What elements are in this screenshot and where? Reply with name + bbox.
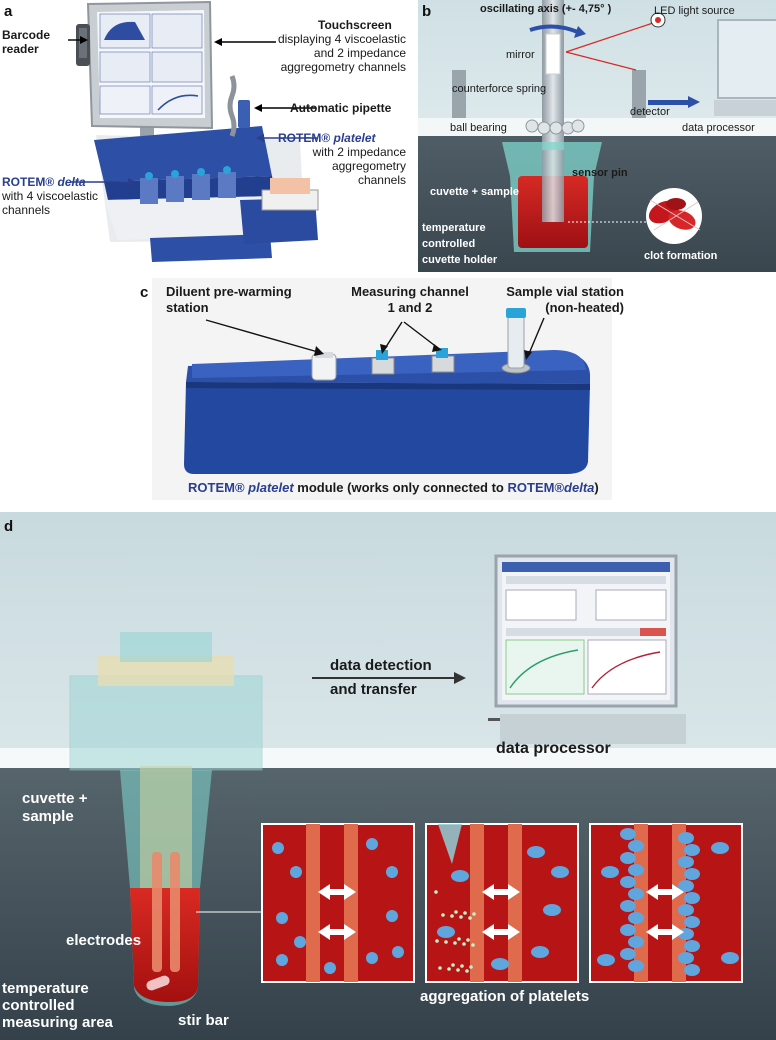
caption-italic1: platelet: [248, 480, 294, 495]
panel-b-letter: b: [422, 3, 432, 20]
panel-a-letter: a: [4, 3, 13, 20]
label-sensor-pin: sensor pin: [572, 167, 628, 179]
caption-mid: module (works only connected to: [297, 480, 504, 495]
delta-italic: delta: [57, 175, 86, 189]
label-temperature-holder: temperature controlled cuvette holder: [422, 222, 498, 266]
label-detector: detector: [630, 106, 670, 118]
panel-a: a: [0, 0, 410, 272]
caption-brand2: ROTEM®: [507, 480, 565, 495]
label-barcode-reader: Barcode reader: [2, 28, 51, 56]
label-measuring-channel: Measuring channel 1 and 2: [351, 284, 469, 315]
label-sample-vial-station: Sample vial station (non-heated): [506, 284, 624, 315]
panel-d: d data detection and transfer data proce…: [0, 512, 776, 1040]
label-data-processor: data processor: [682, 122, 755, 134]
panel-b: b oscillating axis (+- 4,75° ) LED light…: [418, 0, 776, 272]
caption-italic2: delta: [564, 480, 595, 495]
label-touchscreen-title: Touchscreen: [318, 18, 392, 32]
label-touchscreen-desc: displaying 4 viscoelastic and 2 impedanc…: [277, 32, 406, 74]
label-clot-formation: clot formation: [644, 250, 718, 262]
rotem-delta-device-illustration: [68, 0, 319, 262]
caption-brand1: ROTEM®: [188, 480, 245, 495]
label-mirror: mirror: [506, 49, 535, 61]
panel-c-letter: c: [140, 284, 149, 301]
label-rotem-platelet: ROTEM® platelet: [278, 131, 376, 145]
caption-platelet-module: ROTEM® platelet module (works only conne…: [188, 480, 599, 495]
panel-d-letter: d: [4, 518, 14, 535]
impedance-aggregometry-illustration: [0, 512, 776, 1040]
label-platelet-desc: with 2 impedance aggregometry channels: [312, 145, 406, 187]
label-stir-bar: stir bar: [178, 1012, 229, 1029]
delta-brand: ROTEM®: [2, 175, 55, 189]
label-cuvette-sample-d: cuvette + sample: [22, 790, 88, 825]
label-temperature-measuring-area: temperature controlled measuring area: [2, 980, 113, 1031]
label-diluent-station: Diluent pre-warming station: [166, 284, 292, 315]
label-data-detection-transfer: data detection and transfer: [330, 657, 432, 698]
label-delta-desc: with 4 viscoelastic channels: [2, 189, 99, 217]
platelet-brand: ROTEM®: [278, 131, 331, 145]
label-cuvette-sample: cuvette + sample: [430, 186, 519, 198]
label-counterforce-spring: counterforce spring: [452, 83, 547, 95]
label-aggregation-platelets: aggregation of platelets: [420, 988, 590, 1005]
inset-2: [425, 823, 579, 983]
label-led-source: LED light source: [654, 5, 735, 17]
rotem-platelet-module-photo: [152, 278, 612, 500]
label-electrodes: electrodes: [66, 932, 142, 949]
label-rotem-delta: ROTEM® delta: [2, 175, 86, 189]
panel-c: c Diluent pre-warming station Measuring: [0, 278, 776, 500]
label-data-processor-d: data processor: [496, 740, 611, 757]
label-ball-bearing: ball bearing: [450, 122, 507, 134]
inset-1: [261, 823, 415, 983]
caption-end: ): [594, 480, 599, 495]
label-oscillating-axis: oscillating axis (+- 4,75° ): [480, 3, 612, 15]
platelet-italic: platelet: [333, 131, 376, 145]
viscoelastic-principle-illustration: [418, 0, 776, 272]
label-automatic-pipette: Automatic pipette: [290, 101, 392, 115]
